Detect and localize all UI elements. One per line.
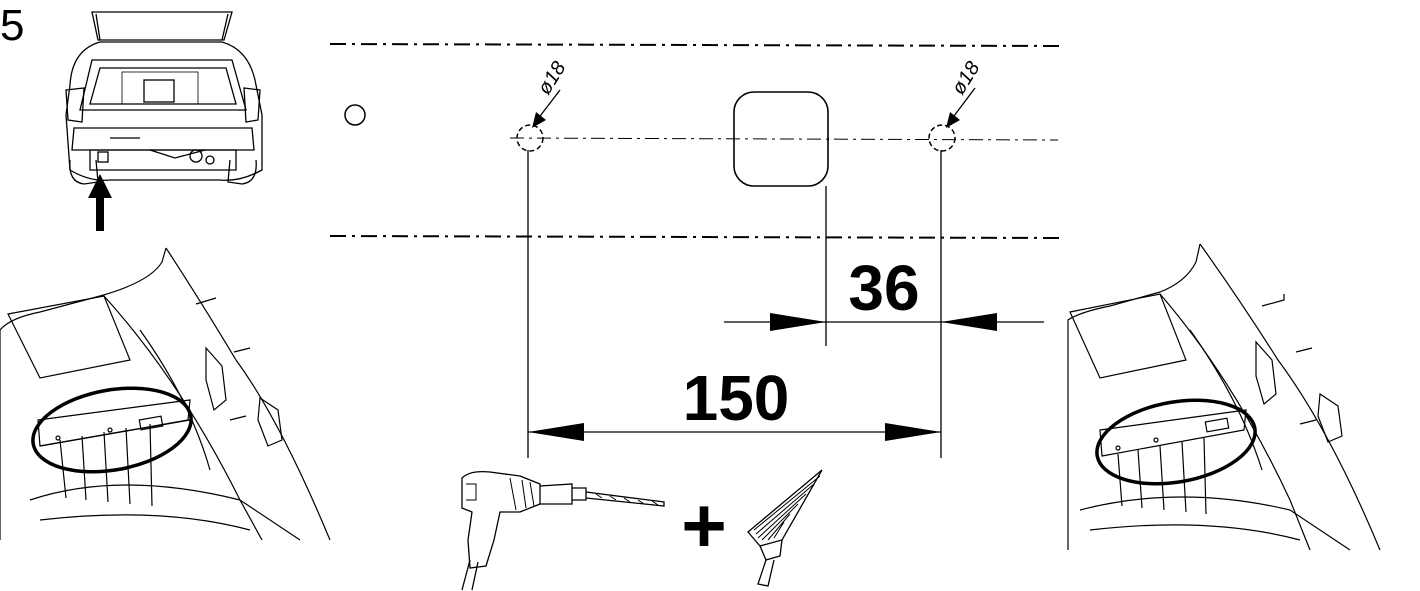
power-drill-icon [461,470,665,591]
highlight-ellipse-left [31,386,193,474]
drill-hole-right [928,124,956,152]
template-bottom-edge [329,235,1061,239]
reference-hole [344,104,366,126]
step-drill-bit-icon [747,469,823,587]
car-rear-view-illustration [65,11,263,185]
dimension-value-36: 36 [848,252,919,324]
dimension-36: 36 [724,252,1044,331]
square-cutout [733,91,829,187]
leader-arrow-left [532,112,546,128]
template-top-edge [329,43,1061,47]
pointer-arrow-icon [88,174,112,231]
plus-sign: + [681,481,727,569]
step-number: 5 [0,1,25,50]
dimension-150: 150 [528,362,941,441]
drill-hole-left [516,124,544,152]
hole-center-line [509,137,1059,141]
bumper-detail-right-illustration [1067,243,1381,551]
hole-diameter-label-right: ø18 [948,58,985,99]
highlight-ellipse-right [1095,398,1257,486]
leader-arrow-right [946,112,960,128]
dimension-value-150: 150 [683,362,790,434]
hole-diameter-label-left: ø18 [534,58,571,99]
